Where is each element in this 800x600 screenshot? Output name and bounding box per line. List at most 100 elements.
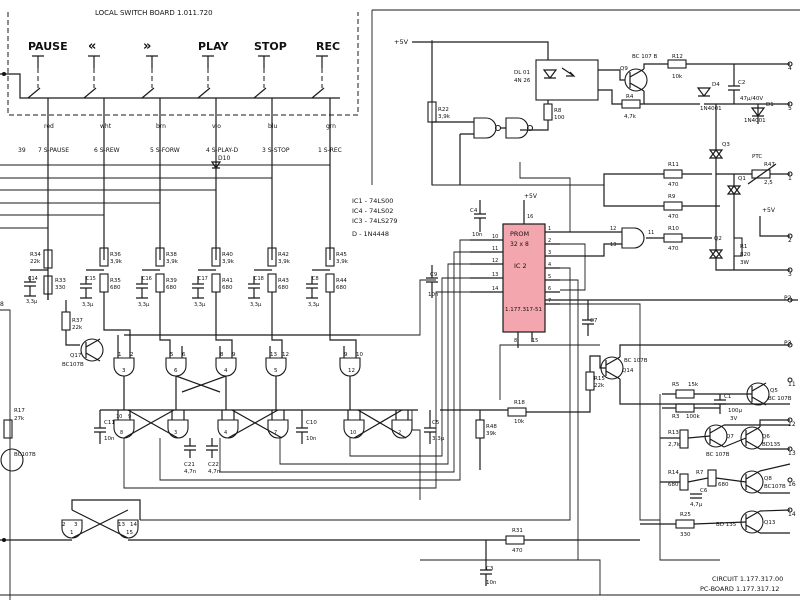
gate-pin-13: 13 [270,352,277,358]
prom-pin-4: 4 [548,262,551,268]
r33-value: 330 [55,285,66,291]
gate-4-label: 4 [224,368,228,374]
terminal-2: 2 [788,237,792,244]
r36-value: 3,9k [110,259,123,265]
c2-label: C2 [738,80,745,86]
switch-common-rail [0,73,340,99]
q9-stage: Q9 BC 107 B R12 10k R4 4,7k D4 1N4001 [598,54,790,120]
c8-label: C8 [312,276,319,282]
gate-5-label: 5 [274,368,278,374]
q17-label: Q17 [70,353,82,359]
q5-type: BC 107B [768,396,792,402]
c1-value: 100µ [728,408,742,414]
prom-title: PROM [510,230,529,238]
c17-label: C17 [198,276,208,282]
q6-type: BD135 [762,442,781,448]
button-label-forward: » [143,39,151,54]
gate-pin-8: 8 [220,352,224,358]
c14-label: C14 [28,276,38,282]
r45-label: R45 [336,252,347,258]
prom-pin-1: 1 [548,226,551,232]
c10-value: 10n [306,436,317,442]
ff-pin-8: 8 [120,430,123,436]
r4-value: 4,7k [624,114,637,120]
r42-value: 3,9k [278,259,291,265]
r40-label: R40 [222,252,233,258]
local-switch-board: LOCAL SWITCH BOARD 1.011.720 PAUSE « » P… [0,9,359,116]
r18-value: 10k [514,419,525,425]
triac-drivers: R11 470 R9 470 R10 470 12 13 11 [560,162,720,257]
input-rc-bank: R34 22k C14 3,3µ R33 330 R36 3,9k R35 68… [24,247,349,308]
r37-value: 22k [72,325,83,331]
misc-wiring [0,9,800,596]
c18-value: 3,3µ [250,302,262,308]
q6-label: Q6 [762,434,770,440]
prom-pin-6: 6 [548,286,551,292]
prom-pin-16: 16 [527,214,533,220]
prom-pin-7: 7 [548,298,551,304]
prom-pin-15: 15 [532,338,538,344]
d2-label: 1N4001 [700,106,722,112]
r37-label: R37 [72,318,83,324]
c2-value: 47µ/40V [740,96,763,102]
r10-label: R10 [668,226,679,232]
r4-label: R4 [626,94,634,100]
r48-label: R48 [486,424,497,430]
r25-value: 330 [680,532,691,538]
prom-pin-12: 12 [492,258,498,264]
r15-label: R15 [594,376,605,382]
prom-size: 32 x 8 [510,241,529,248]
prom-pin-11: 11 [492,246,498,252]
q14-type: BC 107B [624,358,648,364]
c22-value: 4,7n [208,469,221,475]
r1-label: R1 [740,244,747,250]
r39-value: 680 [166,285,177,291]
r7-label: R7 [696,470,704,476]
button-label-stop: STOP [254,40,287,53]
terminal-left-8: 8 [0,301,4,308]
ff-pin-7: 7 [274,430,277,436]
left-bus [0,164,330,600]
wire-color-vio: vio [212,123,221,130]
terminal-5: 5 [788,105,792,112]
c3-value: 10n [486,580,497,586]
bottom-gate-pin-2: 2 [62,522,66,528]
gate-pin-12b: 12 [610,226,616,232]
flipflop-row: C11 10n C10 10n C21 4,7n C22 4,7n C5 3,3… [94,388,445,475]
q8-label: Q8 [764,476,772,482]
dl01-type: 4N 26 [514,78,531,84]
r39-label: R39 [166,278,177,284]
r18-r48: R18 10k R48 39k [440,400,546,470]
r18-label: R18 [514,400,525,406]
q3-label: Q3 [722,142,730,148]
gate-pin-11: 11 [648,230,654,236]
r15-value: 22k [594,383,605,389]
c15-value: 3,3µ [82,302,94,308]
terminal-1: 1 [788,175,792,182]
r7-value: 680 [718,482,729,488]
terminal-p3: P3 [784,340,792,347]
c10-label: C10 [306,420,317,426]
r42-label: R42 [278,252,289,258]
r5-label: R5 [672,382,680,388]
r41-label: R41 [222,278,233,284]
title-block: CIRCUIT 1.177.317.00 PC-BOARD 1.177.317.… [700,575,783,593]
c11-label: C11 [104,420,115,426]
prom-pin-5: 5 [548,274,551,280]
ic-notes: IC1 - 74LS00 IC4 - 74LS02 IC3 - 74LS279 … [352,197,398,238]
c9-value: 10n [428,292,439,298]
ff-pin-10: 10 [116,414,122,420]
prom-plus5v: +5V [524,193,538,200]
c5-value: 3,3µ [432,436,445,442]
gate-12-label: 12 [348,368,355,374]
plus5v-top-label: +5V [394,38,409,46]
ff-pin-4: 4 [224,430,227,436]
prom-pin-14: 14 [492,286,498,292]
r12-label: R12 [672,54,683,60]
r8-label: R8 [554,108,562,114]
prom-pin-2: 2 [548,238,551,244]
r43-value: 680 [278,285,289,291]
r9-value: 470 [668,214,679,220]
q7-type: BC 107B [706,452,730,458]
